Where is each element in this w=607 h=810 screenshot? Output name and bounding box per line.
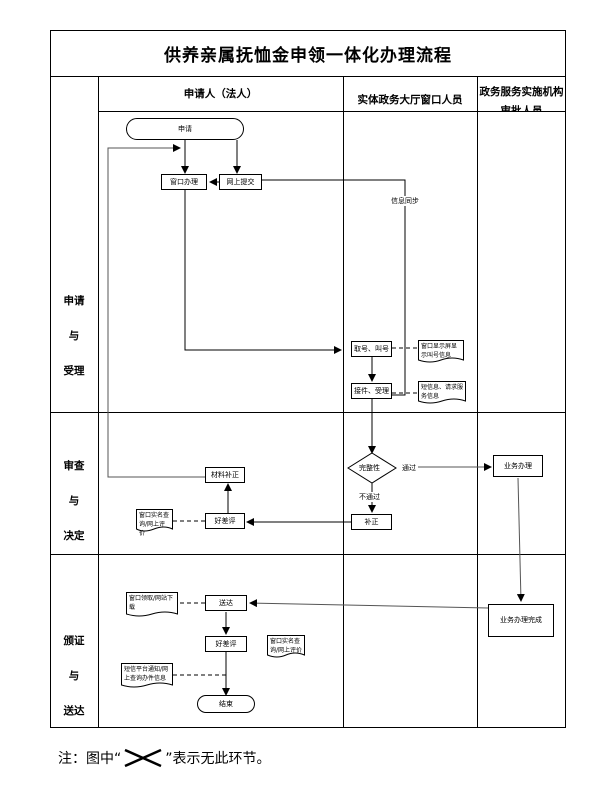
doc-queue-display: 窗口显示屏显示叫号信息 [418, 340, 464, 364]
node-accept: 接件、受理 [351, 383, 392, 399]
edge-material-loop [107, 144, 205, 478]
doc-rating-1: 窗口实名查询/网上评价 [136, 509, 173, 537]
footnote-prefix: 注：图中“ [58, 751, 122, 767]
lane-header-approver: 政务服务实施机构 审批人员 [477, 76, 566, 111]
lane-header-window-staff: 实体政务大厅窗口人员 [357, 94, 463, 106]
divider [50, 76, 566, 77]
doc-rating-2: 窗口实名查询/网上评价 [267, 635, 305, 659]
doc-text: 短信平台通知/网上查询办件信息 [124, 666, 169, 682]
phase-label: 颁证 [63, 634, 85, 647]
doc-text: 窗口显示屏显示叫号信息 [421, 343, 458, 359]
divider [343, 76, 344, 728]
phase-label: 与 [68, 669, 80, 682]
phase-label: 送达 [63, 704, 85, 717]
lane-header-applicant: 申请人（法人） [183, 88, 258, 100]
footnote: 注：图中“ ”表示无此环节。 [58, 748, 271, 768]
label-not-pass: 不通过 [359, 492, 380, 502]
phase-label: 与 [68, 329, 80, 342]
doc-text: 窗口领取/网站下载 [129, 595, 174, 611]
doc-text: 短信息、请求服务信息 [421, 384, 464, 400]
node-rating-2: 好差评 [205, 636, 247, 652]
node-end: 结束 [197, 695, 255, 713]
phase-issue-deliver: 颁证 与 送达 [50, 620, 98, 730]
label-info-sync: 信息同步 [391, 196, 419, 206]
divider [50, 554, 566, 555]
node-deliver: 送达 [205, 595, 247, 611]
edge-online-sync [262, 179, 406, 396]
lane-header-approver-line1: 政务服务实施机构 [479, 86, 564, 98]
phase-review-decide: 审查 与 决定 [50, 445, 98, 555]
phase-label: 申请 [63, 294, 85, 307]
edge-business-done [516, 477, 525, 602]
node-online-submit: 网上提交 [219, 174, 262, 190]
divider [477, 76, 478, 728]
phase-label: 受理 [63, 364, 85, 377]
phase-label: 审查 [63, 459, 85, 472]
label-completeness: 完整性 [359, 464, 380, 472]
node-business-handle: 业务办理 [493, 455, 543, 477]
phase-label: 与 [68, 494, 80, 507]
completeness-diamond [347, 452, 397, 484]
phase-apply-accept: 申请 与 受理 [50, 280, 98, 390]
divider [98, 111, 566, 112]
edge-window-number [184, 190, 342, 354]
footnote-suffix: ”表示无此环节。 [165, 751, 271, 767]
node-rating-1: 好差评 [205, 513, 245, 529]
edge-done-deliver [249, 599, 489, 609]
doc-pickup: 窗口领取/网站下载 [126, 592, 178, 618]
node-window-handle: 窗口办理 [161, 174, 207, 190]
node-correction: 补正 [351, 514, 392, 530]
doc-text: 窗口实名查询/网上评价 [139, 512, 170, 537]
doc-text: 窗口实名查询/网上评价 [270, 638, 303, 654]
phase-label: 决定 [63, 529, 85, 542]
label-pass: 通过 [402, 463, 416, 473]
lane-header-approver-line2: 审批人员 [500, 105, 543, 111]
divider [98, 76, 99, 728]
flowchart-frame [50, 30, 566, 728]
node-take-number: 取号、叫号 [351, 341, 392, 357]
page-title: 供养亲属抚恤金申领一体化办理流程 [164, 45, 452, 66]
divider [50, 412, 566, 413]
node-material-correction: 材料补正 [205, 467, 245, 483]
node-apply: 申请 [126, 118, 244, 140]
doc-sms-notify: 短信平台通知/网上查询办件信息 [121, 663, 173, 689]
node-business-done: 业务办理完成 [488, 604, 554, 637]
doc-sms-service: 短信息、请求服务信息 [418, 381, 466, 405]
cross-icon [124, 748, 162, 768]
